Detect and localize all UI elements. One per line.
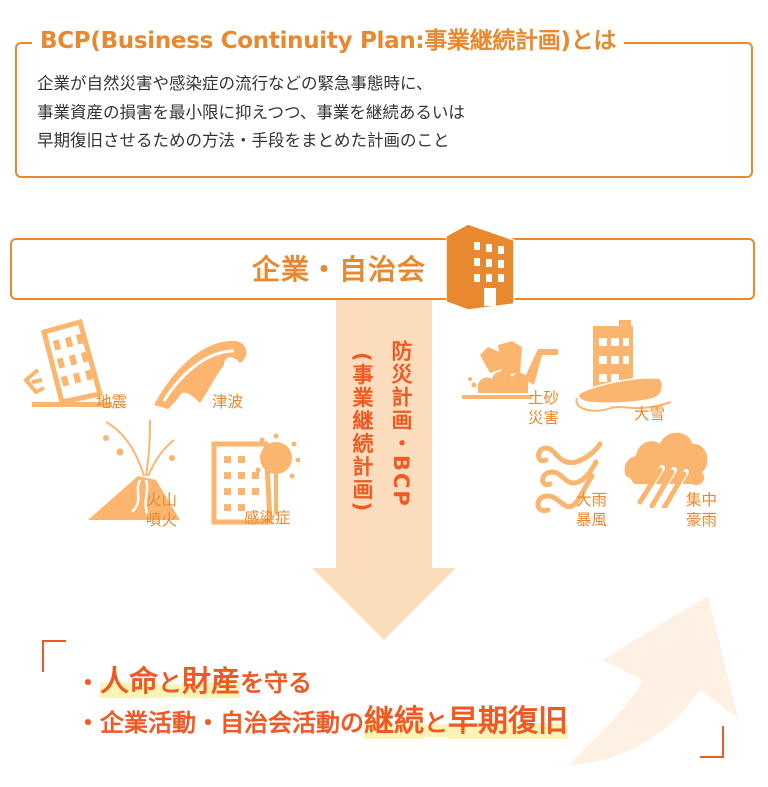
hazard-label-landslide-1: 土砂 xyxy=(528,389,560,407)
hazard-label-heavy-rain-1: 集中 xyxy=(686,491,718,509)
volcano-eruption-icon xyxy=(88,420,180,520)
hazard-label-landslide-2: 災害 xyxy=(528,409,560,427)
heavy-snow-building-icon xyxy=(575,320,672,412)
hazard-label-heavy-rain-2: 豪雨 xyxy=(686,511,718,529)
hazard-label-storm-1: 大雨 xyxy=(576,491,608,509)
goal-continuity-recovery: ・企業活動・自治会活動の継続と早期復旧 xyxy=(76,703,568,742)
definition-title: BCP(Business Continuity Plan:事業継続計画)とは xyxy=(32,24,625,58)
highlight-continuity: 継続 xyxy=(364,704,424,739)
hazard-label-eruption-2: 噴火 xyxy=(146,511,178,529)
highlight-life: 人命 xyxy=(100,664,159,698)
goal-text: 企業活動・自治会活動の xyxy=(100,709,364,737)
opening-bracket xyxy=(42,640,66,672)
bullet: ・ xyxy=(76,709,100,737)
highlight-property: 財産 xyxy=(182,664,241,698)
bcp-arrow-head-icon xyxy=(312,568,456,640)
recovery-up-arrow-icon xyxy=(570,596,738,765)
landslide-icon xyxy=(462,341,558,399)
earthquake-tilted-building-icon xyxy=(23,318,112,407)
definition-line: 早期復旧させるための方法・手段をまとめた計画のこと xyxy=(37,131,450,150)
heavy-rain-cloud-icon xyxy=(624,432,708,508)
goal-text: と xyxy=(158,669,183,697)
hazard-label-earthquake: 地震 xyxy=(96,393,128,411)
office-building-icon xyxy=(446,223,515,310)
definition-line: 事業資産の損害を最小限に抑えつつ、事業を継続あるいは xyxy=(37,102,465,122)
closing-bracket xyxy=(700,726,724,758)
bullet: ・ xyxy=(76,669,100,697)
organization-label: 企業・自治会 xyxy=(252,253,427,286)
organization-box xyxy=(10,238,755,300)
arrow-label-continuity: (事業継続計画) xyxy=(350,352,374,514)
goal-text: を守る xyxy=(240,669,313,697)
hazard-label-tsunami: 津波 xyxy=(212,393,244,411)
definition-text: 企業が自然災害や感染症の流行などの緊急事態時に、 事業資産の損害を最小限に抑えつ… xyxy=(37,70,465,156)
storm-wind-icon xyxy=(535,441,603,514)
goal-protect-life-property: ・人命と財産を守る xyxy=(76,663,312,701)
goal-text: と xyxy=(424,709,448,737)
hazard-label-eruption-1: 火山 xyxy=(146,491,178,509)
arrow-label-bcp: 防災計画・BCP xyxy=(389,340,413,508)
hazard-label-storm-2: 暴風 xyxy=(576,511,608,529)
bcp-arrow-shaft xyxy=(336,300,432,570)
hazard-label-snow: 大雪 xyxy=(634,405,666,423)
highlight-early-recovery: 早期復旧 xyxy=(448,704,568,739)
hazard-label-infection: 感染症 xyxy=(244,509,291,527)
definition-line: 企業が自然災害や感染症の流行などの緊急事態時に、 xyxy=(37,74,433,93)
tsunami-wave-icon xyxy=(154,340,247,409)
infection-building-virus-icon xyxy=(211,433,300,525)
